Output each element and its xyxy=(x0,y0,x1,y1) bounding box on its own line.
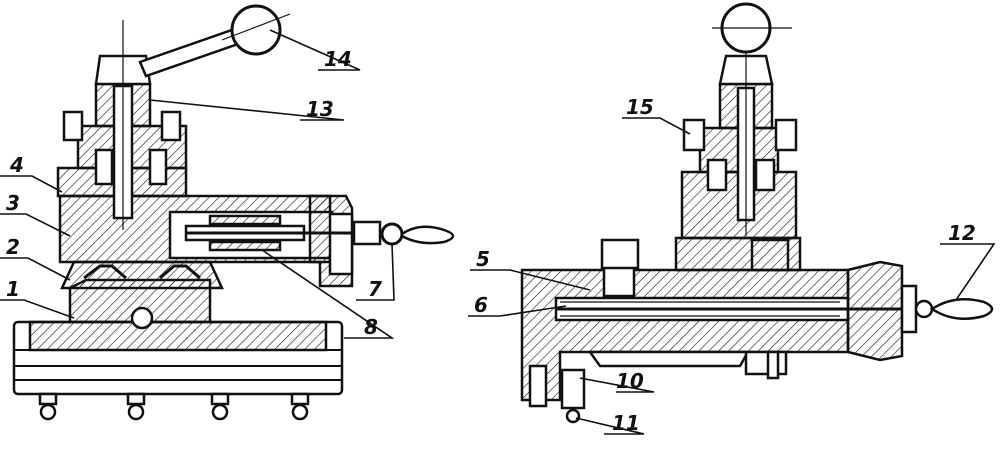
callout-labels: 1 2 3 4 5 6 7 8 10 11 12 13 14 15 xyxy=(6,47,976,435)
leader-lines xyxy=(0,29,996,435)
callout-8: 8 xyxy=(364,315,378,339)
bore-hole xyxy=(130,306,154,330)
callout-13: 13 xyxy=(306,97,334,121)
base-plate-section xyxy=(28,320,328,352)
lever-arm xyxy=(138,28,240,78)
handle-eye xyxy=(380,222,404,246)
callout-5: 5 xyxy=(476,247,490,271)
leveling-feet xyxy=(38,392,310,421)
right-end-housing xyxy=(846,260,904,362)
callout-3: 3 xyxy=(6,191,20,215)
crank-handle xyxy=(929,297,994,321)
callout-12: 12 xyxy=(948,221,976,245)
riser-block xyxy=(674,236,802,272)
left-view xyxy=(12,4,455,421)
callout-15: 15 xyxy=(626,95,654,119)
callout-6: 6 xyxy=(474,293,488,317)
right-view xyxy=(520,2,994,424)
callout-11: 11 xyxy=(612,411,640,435)
callout-4: 4 xyxy=(9,153,24,177)
feed-handle xyxy=(400,225,455,245)
callout-10: 10 xyxy=(616,369,644,393)
callout-1: 1 xyxy=(6,277,20,301)
callout-2: 2 xyxy=(6,235,20,259)
lever-ball xyxy=(230,4,282,56)
callout-14: 14 xyxy=(324,47,352,71)
callout-7: 7 xyxy=(368,277,382,301)
